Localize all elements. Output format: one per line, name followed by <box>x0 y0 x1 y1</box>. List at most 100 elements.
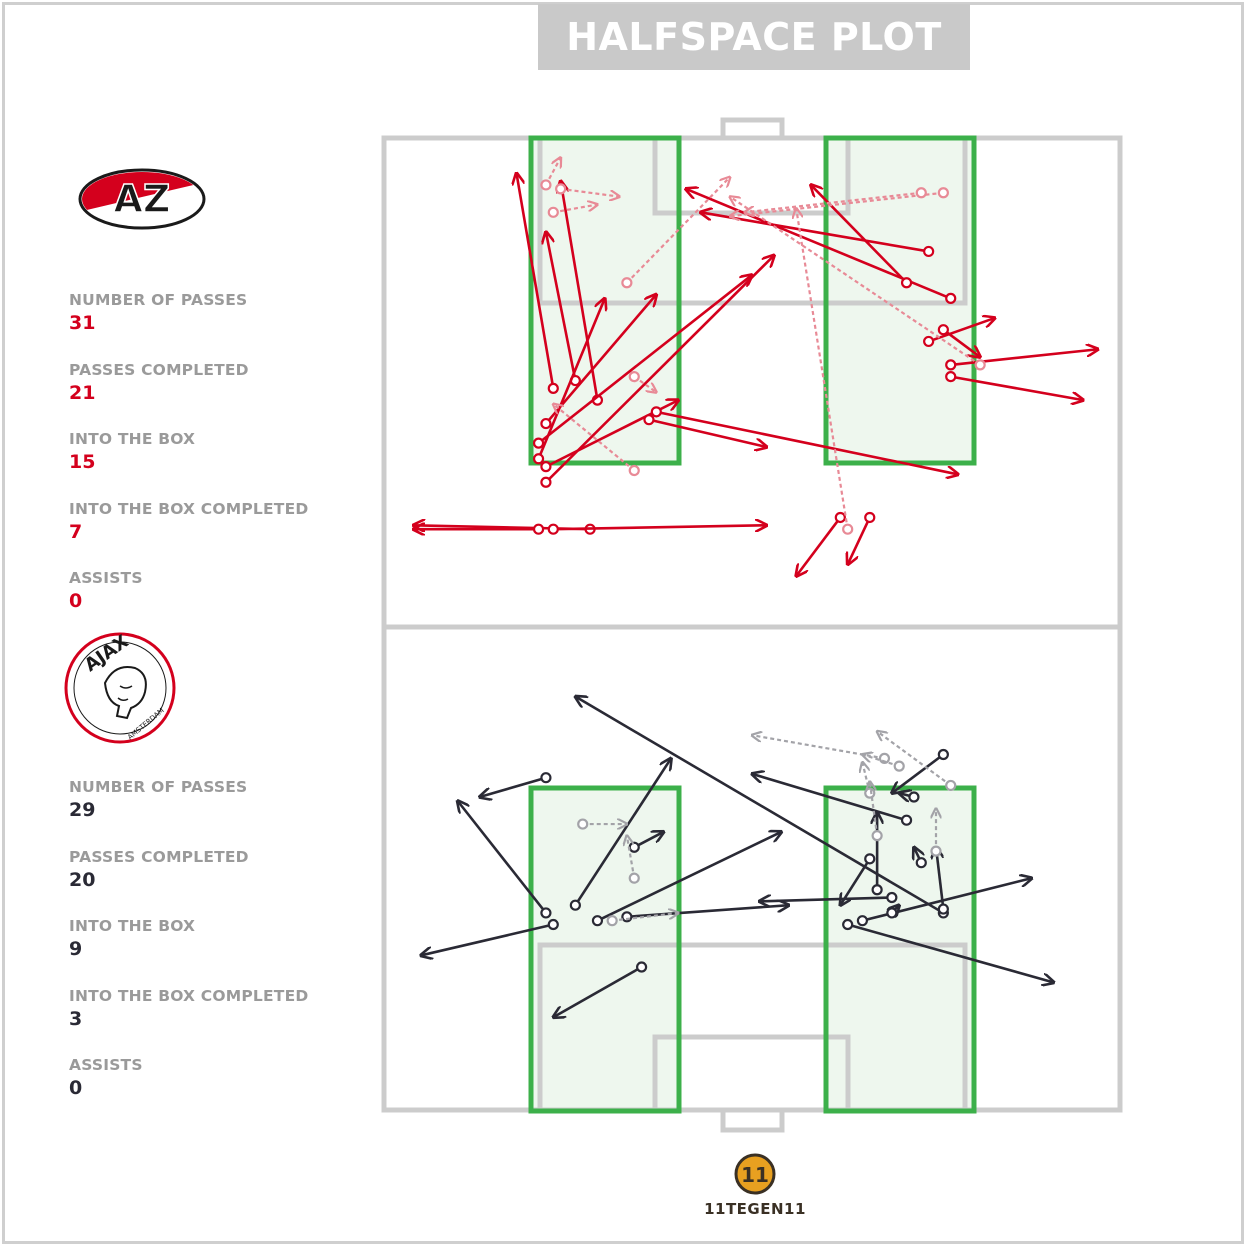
ajax-pass-completed-1 <box>553 965 643 1017</box>
stat-label: INTO THE BOX COMPLETED <box>69 499 309 518</box>
ajax-pass-origin-completed-18 <box>908 791 920 803</box>
ajax-pass-origin-completed-16 <box>886 907 898 919</box>
az-pass-origin-failed-2 <box>547 206 559 218</box>
az-pass-origin-failed-5 <box>915 187 927 199</box>
ajax-pass-origin-completed-1 <box>635 961 648 973</box>
az-pass-completed-16 <box>950 375 1083 400</box>
az-pass-origin-completed-14 <box>900 277 913 289</box>
ajax-pass-origin-failed-3 <box>930 845 942 857</box>
az-pass-origin-completed-13 <box>945 292 957 304</box>
az-pass-completed-1 <box>546 232 577 381</box>
az-pass-origin-failed-3 <box>621 277 633 289</box>
az-pass-completed-11 <box>656 410 958 475</box>
az-pass-failed-7 <box>796 208 849 530</box>
halfspace-bottom-left-border <box>528 785 682 1114</box>
ajax-pass-origin-failed-6 <box>871 830 883 842</box>
pitch-outline <box>381 135 1123 1113</box>
ajax-pass-origin-completed-3 <box>591 915 604 927</box>
stat-label: PASSES COMPLETED <box>69 360 249 379</box>
az-pass-origin-completed-11 <box>650 406 662 418</box>
halfspace-top-left-border <box>528 135 682 466</box>
ajax-pass-completed-9 <box>847 923 1054 983</box>
ajax-pass-completed-0 <box>421 923 554 956</box>
ajax-stat-assists: ASSISTS 0 <box>69 1056 369 1126</box>
az-stat-assists: ASSISTS 0 <box>69 569 369 639</box>
az-pass-failed-2 <box>553 205 597 214</box>
az-pass-origin-completed-10 <box>547 523 559 535</box>
az-stat-into-box: INTO THE BOX 15 <box>69 430 369 500</box>
az-pass-failed-1 <box>560 187 620 197</box>
az-stat-passes: NUMBER OF PASSES 31 <box>69 291 369 361</box>
stat-value: 20 <box>69 868 96 891</box>
az-stat-into-box-completed: INTO THE BOX COMPLETED 7 <box>69 500 369 570</box>
stat-label: INTO THE BOX COMPLETED <box>69 986 309 1005</box>
ajax-stats-panel: NUMBER OF PASSES 29 PASSES COMPLETED 20 … <box>69 778 369 1126</box>
stat-value: 29 <box>69 799 96 821</box>
ajax-pass-failed-1 <box>627 836 636 879</box>
az-pass-origin-failed-6 <box>974 359 986 371</box>
az-pass-failed-8 <box>553 404 635 472</box>
ajax-pass-completed-7 <box>480 776 547 797</box>
ajax-pass-failed-4 <box>862 762 871 794</box>
stat-label: ASSISTS <box>69 1056 143 1075</box>
az-pass-origin-completed-21 <box>923 245 935 258</box>
halfspace-bottom-right <box>826 788 974 1111</box>
stat-value: 7 <box>69 520 83 543</box>
stat-value: 15 <box>69 451 96 474</box>
ajax-pass-failed-5 <box>877 731 952 787</box>
ajax-pass-origin-completed-12 <box>900 814 913 826</box>
ajax-logo-icon: AJAX AMSTERDAM <box>64 631 176 744</box>
goal-top <box>720 117 785 138</box>
az-pass-completed-20 <box>848 516 871 564</box>
ajax-pass-origin-completed-2 <box>540 907 552 919</box>
az-pass-origin-completed-9 <box>532 523 545 535</box>
az-pass-completed-19 <box>796 516 842 576</box>
stat-value: 0 <box>69 590 83 613</box>
az-pass-failed-3 <box>626 177 730 284</box>
stat-label: ASSISTS <box>69 569 143 588</box>
az-pass-origin-failed-0 <box>540 179 552 191</box>
az-stats-panel: NUMBER OF PASSES 31 PASSES COMPLETED 21 … <box>69 291 369 639</box>
penalty-box-bottom <box>537 942 968 1110</box>
stat-label: NUMBER OF PASSES <box>69 291 248 309</box>
az-pass-origin-completed-12 <box>643 414 655 426</box>
az-pass-completed-14 <box>811 185 908 284</box>
az-pass-origin-completed-15 <box>945 359 957 371</box>
ajax-pass-completed-17 <box>840 858 871 905</box>
az-pass-origin-completed-17 <box>923 335 935 348</box>
stat-value: 21 <box>69 381 96 404</box>
ajax-pass-completed-15 <box>936 847 945 910</box>
title-banner: HALFSPACE PLOT <box>538 4 970 70</box>
az-pass-completed-17 <box>928 318 995 343</box>
ajax-pass-failed-6 <box>870 782 879 836</box>
page-title: HALFSPACE PLOT <box>566 15 942 59</box>
ajax-stat-into-box: INTO THE BOX 9 <box>69 917 369 987</box>
ajax-pass-origin-completed-11 <box>886 891 898 904</box>
az-pass-failed-5 <box>745 191 922 213</box>
az-pass-completed-10 <box>553 525 766 529</box>
ajax-pass-origin-completed-0 <box>547 918 559 931</box>
az-pass-completed-6 <box>537 275 752 445</box>
az-stat-completed: PASSES COMPLETED 21 <box>69 361 369 431</box>
az-pass-origin-completed-5 <box>532 453 545 465</box>
stat-value: 9 <box>69 938 83 961</box>
ajax-pass-origin-failed-4 <box>864 787 876 799</box>
az-pass-completed-0 <box>516 173 555 389</box>
ajax-stat-completed: PASSES COMPLETED 20 <box>69 848 369 918</box>
ajax-pass-origin-completed-5 <box>569 899 581 911</box>
ajax-pass-origin-failed-2 <box>577 818 589 830</box>
az-pass-failed-9 <box>633 375 656 393</box>
az-pass-origin-completed-16 <box>945 371 957 383</box>
az-pass-failed-6 <box>730 197 981 366</box>
az-pass-failed-0 <box>544 158 561 186</box>
az-pass-origin-failed-4 <box>937 187 949 199</box>
ajax-pass-completed-8 <box>575 697 945 915</box>
brand-logo-icon: 11 <box>734 1153 776 1195</box>
ajax-pass-completed-11 <box>759 897 892 901</box>
ajax-pass-origin-failed-1 <box>628 872 640 884</box>
penalty-box-top <box>537 138 968 306</box>
az-pass-completed-5 <box>537 298 605 460</box>
az-pass-completed-2 <box>561 181 599 401</box>
az-logo-icon: AZ <box>78 168 206 230</box>
az-pass-origin-completed-7 <box>540 476 552 488</box>
